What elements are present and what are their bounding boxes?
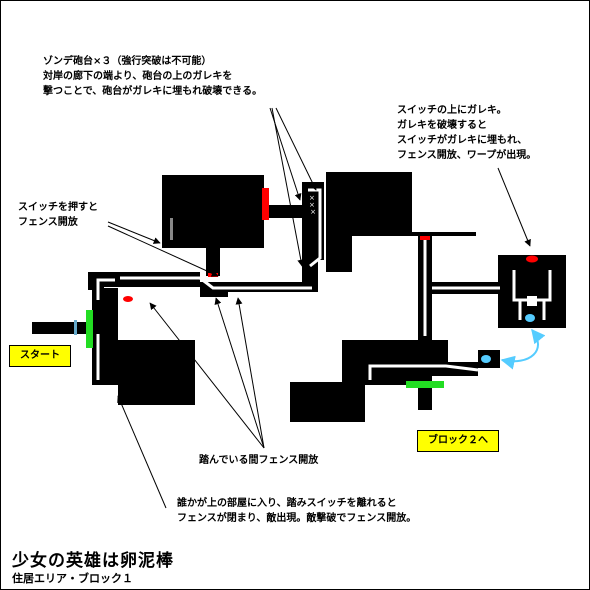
upper-room-stem — [206, 248, 220, 276]
note-switch-rubble: スイッチの上にガレキ。 ガレキを破壊すると スイッチがガレキに埋もれ、 フェンス… — [397, 103, 536, 163]
arrow-warp — [500, 328, 546, 370]
fence-green-lower — [406, 381, 444, 388]
note-enemy: 誰かが上の部屋に入り、踏みスイッチを離れると フェンスが閉まり、敵出現。敵撃破で… — [177, 496, 416, 526]
lower-right-room — [290, 340, 478, 422]
bridge-corridor — [264, 205, 304, 218]
arrow-push-switch-2 — [107, 225, 219, 277]
note-step-switch: 踏んでいる間フェンス開放 — [199, 453, 318, 468]
switch-room-gap — [527, 296, 537, 306]
note-switch-rubble-line: ガレキを破壊すると — [397, 120, 487, 131]
note-zonde: ゾンデ砲台×３（強行突破は不可能） 対岸の廊下の端より、砲台の上のガレキを 撃つ… — [43, 54, 262, 99]
note-zonde-line: ゾンデ砲台×３（強行突破は不可能） — [43, 56, 212, 67]
arrow-step-1 — [149, 302, 265, 449]
warp-blue-room — [525, 314, 535, 322]
left-room — [88, 272, 195, 405]
start-label: スタート — [9, 345, 71, 367]
upper-right-area — [326, 172, 476, 272]
note-push-switch-line: スイッチを押すと — [18, 202, 98, 213]
arrow-step-3 — [235, 297, 265, 449]
arrow-push-switch-1 — [107, 221, 161, 244]
start-marker — [74, 320, 77, 335]
fence-red-upper-room — [262, 188, 269, 220]
switch-red-left — [123, 296, 133, 302]
game-title: 少女の英雄は卵泥棒 — [12, 551, 174, 571]
inner-path-left — [96, 278, 142, 380]
fence-green-start — [86, 310, 93, 348]
note-enemy-line: 誰かが上の部屋に入り、踏みスイッチを離れると — [177, 498, 397, 509]
arrow-zonde-3 — [271, 107, 305, 267]
upper-room — [162, 175, 264, 248]
arrow-enemy — [117, 395, 167, 509]
game-subtitle: 住居エリア・ブロック１ — [12, 572, 133, 585]
note-switch-rubble-line: スイッチがガレキに埋もれ、 — [397, 135, 528, 146]
note-switch-rubble-line: フェンス開放、ワープが出現。 — [397, 150, 537, 161]
note-switch-rubble-line: スイッチの上にガレキ。 — [397, 105, 507, 116]
arrow-zonde-2 — [275, 107, 317, 191]
start-corridor — [32, 322, 92, 334]
note-push-switch: スイッチを押すと フェンス開放 — [18, 200, 98, 230]
vent-icon — [170, 218, 173, 240]
inner-path-main — [120, 276, 312, 290]
fence-red-right — [420, 236, 430, 240]
arrow-switch-rubble — [497, 167, 531, 247]
turret-markers: × × × — [309, 194, 317, 216]
note-push-switch-line: フェンス開放 — [18, 217, 78, 228]
note-zonde-line: 対岸の廊下の端より、砲台の上のガレキを — [43, 71, 233, 82]
top-left-corridor — [90, 272, 318, 297]
warp-blue-lower — [481, 355, 491, 363]
switch-red-room — [526, 255, 538, 263]
note-zonde-line: 撃つことで、砲台がガレキに埋もれ破壊できる。 — [43, 86, 263, 97]
inner-path-lower — [368, 364, 479, 380]
block2-label: ブロック２へ — [417, 430, 499, 452]
note-enemy-line: フェンスが閉まり、敵出現。敵撃破でフェンス開放。 — [177, 513, 417, 524]
arrow-step-2 — [214, 297, 265, 449]
note-step-switch-line: 踏んでいる間フェンス開放 — [199, 455, 319, 466]
